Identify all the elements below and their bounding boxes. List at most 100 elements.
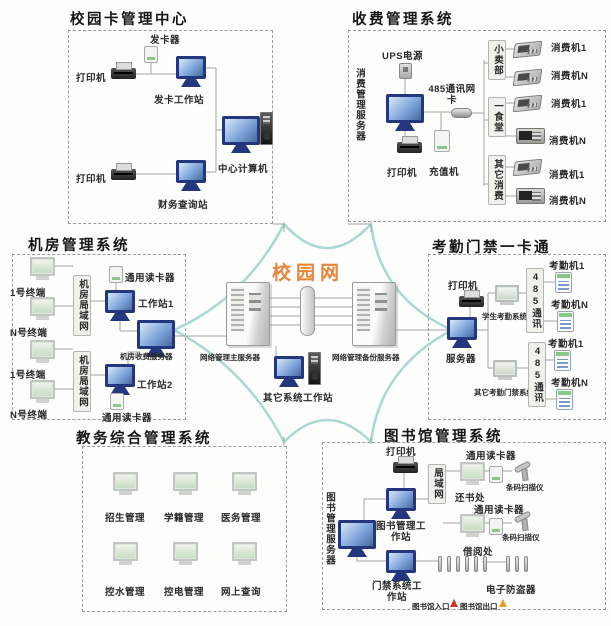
campus-card-title: 校园卡管理中心 bbox=[70, 12, 189, 28]
center-computer-icon bbox=[222, 116, 260, 145]
group-shop-label: 小卖部 bbox=[488, 40, 506, 80]
academic-node-label: 医务管理 bbox=[221, 513, 262, 524]
borrow-desk-label: 借阅处 bbox=[463, 547, 494, 558]
terminal-icon bbox=[460, 462, 485, 481]
card-reader-label: 通用读卡器 bbox=[466, 451, 517, 462]
card-issuer-icon bbox=[144, 46, 158, 63]
backup-server-tower-icon bbox=[352, 282, 396, 346]
printer-label: 打印机 bbox=[387, 168, 418, 179]
terminal-icon bbox=[232, 472, 257, 491]
finance-station-icon bbox=[176, 160, 206, 183]
academic-node-label: 控水管理 bbox=[105, 587, 146, 598]
attendance-machine-icon bbox=[554, 350, 571, 371]
card-reader-label: 通用读卡器 bbox=[125, 273, 176, 284]
terminal-icon bbox=[30, 257, 55, 276]
finance-station-label: 财务查询站 bbox=[158, 200, 209, 211]
center-computer-label: 中心计算机 bbox=[218, 164, 269, 175]
workstation2-label: 工作站2 bbox=[137, 380, 173, 391]
terminal-label: N号终端 bbox=[10, 328, 48, 339]
nic-icon bbox=[451, 108, 472, 118]
printer-label: 打印机 bbox=[76, 174, 107, 185]
attendance-machine-label: 考勤机N bbox=[551, 300, 589, 311]
ups-icon bbox=[399, 63, 412, 79]
library-server-icon bbox=[338, 520, 376, 549]
student-attendance-label: 学生考勤系统 bbox=[482, 312, 527, 321]
attendance-server-icon bbox=[447, 317, 477, 340]
pos-machine-icon bbox=[512, 94, 543, 113]
printer-label: 打印机 bbox=[448, 281, 479, 292]
printer-icon bbox=[393, 456, 418, 473]
printer-label: 打印机 bbox=[76, 73, 107, 84]
terminal-icon bbox=[30, 340, 55, 359]
attendance-server-label: 服务器 bbox=[446, 354, 477, 365]
pos-machine-label: 消费机N bbox=[549, 196, 587, 207]
comm-485-label: 485通讯 bbox=[526, 268, 544, 333]
gate-workstation-icon bbox=[386, 550, 416, 573]
academic-title: 教务综合管理系统 bbox=[76, 431, 212, 447]
pos-machine-label: 消费机1 bbox=[549, 170, 585, 181]
attendance-machine-icon bbox=[556, 389, 573, 410]
workstation1-icon bbox=[105, 290, 135, 313]
card-reader-label: 通用读卡器 bbox=[474, 505, 525, 516]
pos-machine-icon bbox=[516, 188, 545, 204]
attendance-machine-icon bbox=[557, 311, 574, 332]
card-reader-icon bbox=[489, 466, 503, 483]
pos-machine-label: 消费机1 bbox=[551, 43, 587, 54]
main-server-label: 网络管理主服务器 bbox=[200, 353, 260, 362]
terminal-icon bbox=[460, 514, 485, 533]
barcode-scanner-label: 条码扫描仪 bbox=[506, 483, 544, 492]
other-workstation-icon bbox=[274, 356, 304, 379]
attendance-machine-label: 考勤机1 bbox=[549, 261, 585, 272]
other-attendance-icon bbox=[493, 360, 517, 377]
network-link-icon bbox=[300, 286, 315, 336]
attendance-title: 考勤门禁一卡通 bbox=[432, 240, 551, 256]
campus-network-label: 校园网 bbox=[272, 263, 345, 284]
attendance-machine-icon bbox=[555, 272, 572, 293]
terminal-icon bbox=[30, 380, 55, 399]
pos-machine-icon bbox=[516, 128, 545, 144]
fee-server-label: 消费管理服务器 bbox=[354, 68, 365, 142]
security-gate-icon bbox=[438, 556, 492, 572]
pos-machine-icon bbox=[512, 40, 543, 59]
room-fee-server-icon bbox=[137, 320, 175, 349]
lan-label: 局域网 bbox=[428, 464, 446, 504]
printer-label: 打印机 bbox=[386, 447, 417, 458]
anti-theft-label: 电子防盗器 bbox=[486, 585, 537, 596]
library-workstation-label: 图书管理工作站 bbox=[375, 521, 426, 544]
main-server-tower-icon bbox=[226, 282, 270, 346]
barcode-scanner-label: 条码扫描仪 bbox=[502, 533, 540, 542]
attendance-machine-label: 考勤机N bbox=[551, 378, 589, 389]
printer-icon bbox=[459, 290, 484, 307]
pos-machine-icon bbox=[512, 68, 543, 87]
academic-node-label: 招生管理 bbox=[105, 513, 146, 524]
card-reader-icon bbox=[110, 393, 124, 410]
group-other-label: 其它消费 bbox=[488, 155, 506, 205]
workstation1-label: 工作站1 bbox=[138, 299, 174, 310]
library-exit-label: 图书馆出口 bbox=[460, 602, 498, 611]
other-attendance-label: 其它考勤门禁系统 bbox=[474, 388, 534, 397]
fee-section-box bbox=[348, 30, 606, 222]
recharge-machine-icon bbox=[434, 130, 450, 152]
terminal-icon bbox=[30, 297, 55, 316]
library-section-box bbox=[322, 442, 606, 610]
terminal-label: 1号终端 bbox=[10, 370, 46, 381]
academic-node-label: 学籍管理 bbox=[164, 513, 205, 524]
machine-room-title: 机房管理系统 bbox=[28, 238, 130, 254]
center-computer-tower-icon bbox=[260, 112, 273, 145]
terminal-icon bbox=[173, 542, 198, 561]
printer-icon bbox=[111, 62, 136, 79]
anti-theft-gate-icon bbox=[506, 556, 533, 572]
comm-485-label: 485通讯 bbox=[528, 342, 546, 407]
terminal-icon bbox=[113, 472, 138, 491]
room-fee-server-label: 机房收费服务器 bbox=[120, 352, 173, 361]
library-entrance-label: 图书馆入口 bbox=[412, 602, 450, 611]
pos-machine-label: 消费机N bbox=[551, 71, 589, 82]
exit-arrow-icon bbox=[499, 599, 507, 607]
pos-machine-icon bbox=[512, 158, 543, 177]
nic-label: 485通讯网卡 bbox=[428, 84, 476, 107]
room-lan-label: 机房局域网 bbox=[73, 275, 91, 336]
terminal-label: 1号终端 bbox=[10, 288, 46, 299]
library-server-label: 图书管理服务器 bbox=[324, 492, 335, 566]
ups-label: UPS电源 bbox=[382, 51, 424, 62]
